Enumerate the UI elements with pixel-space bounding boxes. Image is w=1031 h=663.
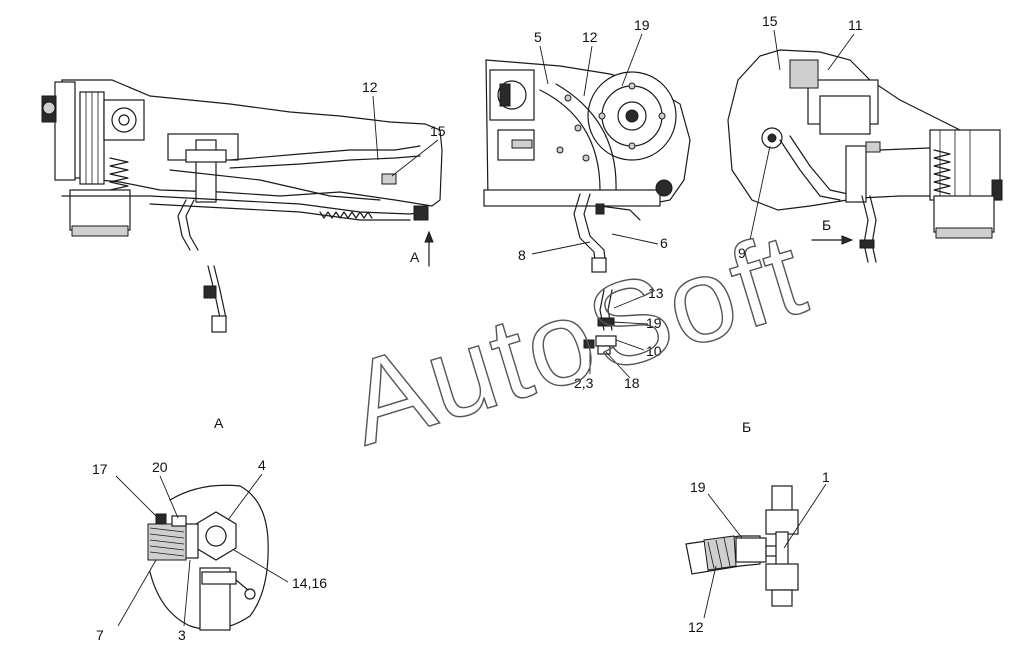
callout-mid-19b: 19 <box>646 315 662 331</box>
callout-detail-a-3: 3 <box>178 627 186 643</box>
callout-left-15: 15 <box>430 123 446 139</box>
arrow-a-label: А <box>410 249 420 265</box>
callout-left-12: 12 <box>362 79 378 95</box>
callout-detail-a-4: 4 <box>258 457 266 473</box>
callout-mid-8: 8 <box>518 247 526 263</box>
view-a-caption: А <box>214 415 224 431</box>
callout-detail-b-19: 19 <box>690 479 706 495</box>
callout-detail-a-20: 20 <box>152 459 168 475</box>
arrow-b-label: Б <box>822 217 831 233</box>
callout-right-15: 15 <box>762 13 778 29</box>
left-assembly <box>41 79 443 333</box>
callout-detail-b-12: 12 <box>688 619 704 635</box>
callout-labels: 12 15 5 12 19 8 6 13 19 10 18 2,3 15 11 … <box>92 13 863 643</box>
callout-detail-a-7: 7 <box>96 627 104 643</box>
middle-assembly <box>483 59 691 355</box>
leader-lines <box>115 29 855 627</box>
callout-mid-18: 18 <box>624 375 640 391</box>
callout-mid-10: 10 <box>646 343 662 359</box>
callout-detail-a-14-16: 14,16 <box>292 575 327 591</box>
callout-detail-b-1: 1 <box>822 469 830 485</box>
callout-mid-5: 5 <box>534 29 542 45</box>
view-b-caption: Б <box>742 419 751 435</box>
callout-right-11: 11 <box>848 17 863 33</box>
callout-mid-6: 6 <box>660 235 668 251</box>
detail-b <box>685 485 799 607</box>
right-assembly <box>727 49 1003 263</box>
callout-right-9: 9 <box>738 245 746 261</box>
callout-mid-19: 19 <box>634 17 650 33</box>
detail-a <box>147 484 269 631</box>
callout-mid-2-3: 2,3 <box>574 375 594 391</box>
callout-mid-12: 12 <box>582 29 598 45</box>
callout-detail-a-17: 17 <box>92 461 108 477</box>
callout-mid-13: 13 <box>648 285 664 301</box>
